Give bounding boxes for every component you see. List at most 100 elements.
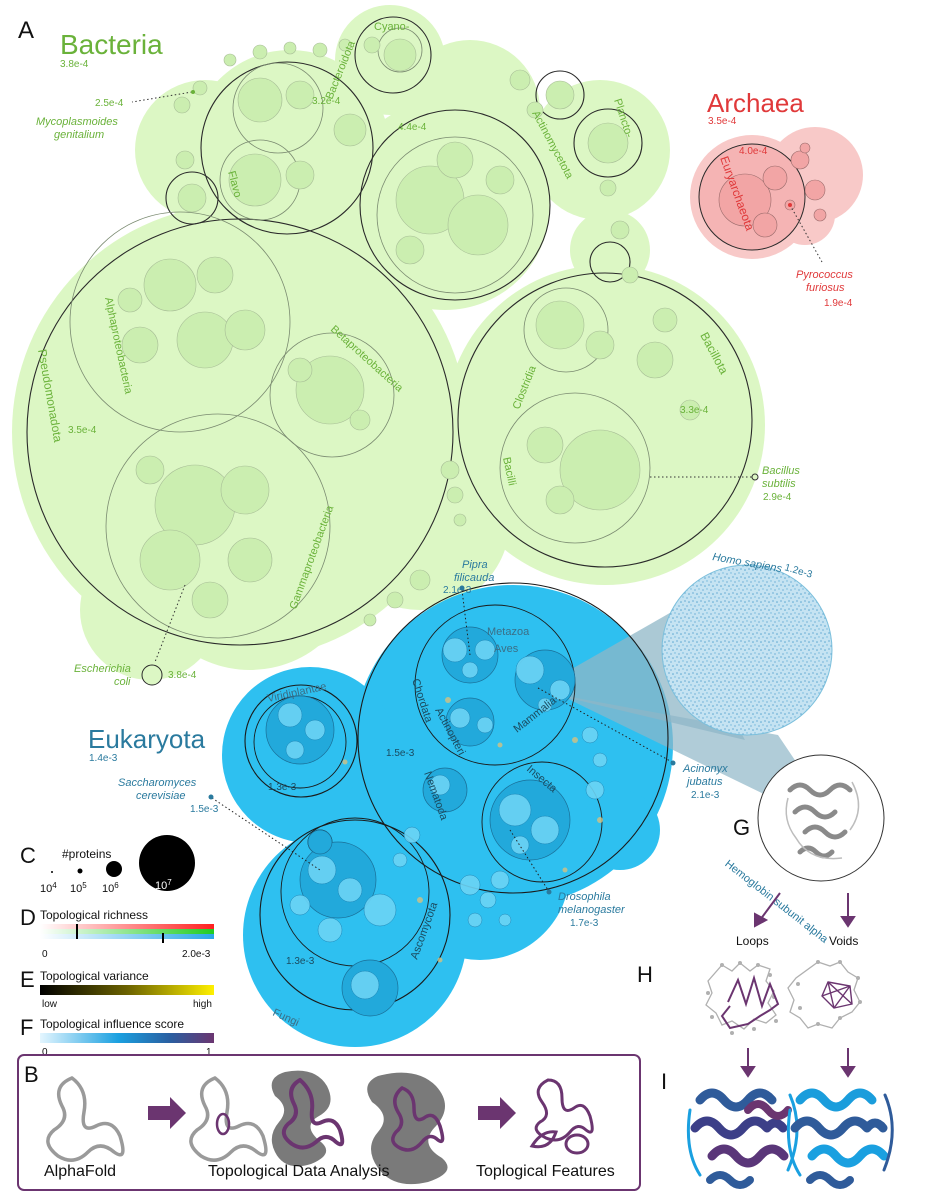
feature-cycle-icon [564, 1133, 590, 1155]
panel-i-label: I [661, 1069, 667, 1094]
feature-loop-icon [534, 1078, 594, 1142]
tda-loop-highlight [215, 1112, 231, 1136]
saccharomyces-name-2: cerevisiae [136, 790, 186, 802]
pipeline-step-tda: Topological Data Analysis [208, 1163, 389, 1180]
pipeline-arrow-1 [148, 1097, 186, 1129]
voids-influence-structure [786, 1088, 894, 1189]
pyrococcus-name-2: furiosus [806, 282, 845, 294]
escherichia-coli-bubble [141, 664, 163, 686]
loops-backbone [705, 962, 777, 1030]
pyrococcus-value: 1.9e-4 [824, 298, 853, 309]
bacillota-value: 3.3e-4 [680, 405, 709, 416]
pipeline-panel: B AlphaFold Topological Data Analysis To… [17, 1054, 641, 1191]
variance-high: high [193, 999, 212, 1010]
bacteria-value: 3.8e-4 [60, 59, 89, 70]
panel-g-label: G [733, 815, 750, 840]
panel-d-label: D [20, 905, 36, 930]
eukaryota-species-bubbles [277, 637, 608, 1000]
cyano-label: Cyano- [374, 21, 410, 33]
eukaryota-value: 1.4e-3 [89, 753, 118, 764]
archaea-value: 3.5e-4 [708, 116, 737, 127]
drosophila-marker [546, 889, 552, 895]
influence-max: 1 [206, 1047, 212, 1058]
pyrococcus-leader [789, 204, 823, 263]
escherichia-value: 3.8e-4 [168, 670, 197, 681]
pipeline-box [17, 1054, 641, 1191]
saccharomyces-leader [211, 797, 321, 871]
pipeline-step-features: Toplogical Features [476, 1163, 615, 1180]
eukaryota-major-outlines [244, 582, 669, 1011]
metazoa-value: 1.5e-3 [386, 748, 415, 759]
bacteria-species-bubbles [117, 36, 701, 627]
pipra-marker [459, 585, 465, 591]
pyrococcus-marker [788, 203, 792, 207]
hemoglobin-zoom-wedge [560, 695, 815, 800]
archaea-cluster: Archaea 3.5e-4 4.0e-4 Euryarchaeota Pyro… [690, 88, 863, 309]
viridiplantae-value: 1.3e-3 [268, 782, 297, 793]
euryarchaeota-value: 4.0e-4 [739, 146, 768, 157]
acinonyx-marker [670, 760, 676, 766]
bacillus-value: 2.9e-4 [763, 492, 792, 503]
voids-backbone-nodes [796, 960, 862, 1026]
richness-bar-eukaryota [40, 934, 214, 939]
saccharomyces-name-1: Saccharomyces [118, 777, 197, 789]
acinonyx-name-1: Acinonyx [682, 763, 728, 775]
proteins-size-1e7 [139, 835, 195, 891]
drosophila-name-2: melanogaster [558, 904, 626, 916]
tda-filtration-curve-2 [391, 1086, 445, 1152]
acinonyx-value: 2.1e-3 [691, 790, 720, 801]
mycoplasmoides-value: 2.5e-4 [95, 98, 124, 109]
panel-f-label: F [20, 1015, 33, 1040]
richness-min: 0 [42, 949, 48, 960]
aves-label: Aves [494, 643, 519, 655]
archaea-title: Archaea [707, 88, 804, 118]
mycoplasmoides-name-2: genitalium [54, 129, 104, 141]
bacillus-name-1: Bacillus [762, 465, 800, 477]
voids-label: Voids [829, 934, 858, 948]
proteins-size-1e5 [77, 868, 83, 874]
bacteria-cluster: Bacteria 3.8e-4 Cyano- Bacteroidota 3.2e… [12, 5, 800, 688]
richness-bar-bacteria [40, 929, 214, 934]
variance-bar [40, 985, 214, 995]
loops-voids-panel: Loops Voids H [637, 892, 894, 1189]
panel-a-label: A [18, 17, 34, 44]
richness-bar-archaea [40, 924, 214, 929]
feature-void-icon [529, 1130, 558, 1149]
saccharomyces-marker [208, 794, 214, 800]
pipra-leader [461, 589, 471, 656]
proteins-tick-1e4: 104 [40, 881, 57, 895]
drosophila-value: 1.7e-3 [570, 918, 599, 929]
saccharomyces-value: 1.5e-3 [190, 804, 219, 815]
homo-sapiens-circle [661, 564, 833, 736]
pipra-name-2: filicauda [454, 572, 494, 584]
proteins-legend-title: #proteins [62, 847, 111, 861]
tda-filtration-curve-1 [281, 1078, 345, 1150]
mycoplasmoides-marker [191, 90, 195, 94]
metazoa-label: Metazoa [487, 626, 530, 638]
bacillus-name-2: subtilis [762, 478, 796, 490]
influence-min: 0 [42, 1047, 48, 1058]
influence-arrows [740, 1048, 856, 1078]
loops-backbone-nodes [706, 961, 778, 1035]
escherichia-name-2: coli [114, 676, 131, 688]
mycoplasmoides-name-1: Mycoplasmoides [36, 116, 118, 128]
loops-feature [720, 974, 780, 1030]
panel-e-label: E [20, 967, 35, 992]
voids-backbone [787, 961, 861, 1029]
tda-filtration-blob-1 [271, 1070, 331, 1167]
archaea-species-bubbles [718, 142, 827, 238]
tda-filtration-blob-2 [367, 1072, 448, 1185]
panel-h-label: H [637, 962, 653, 987]
bacteroidota-value: 3.2e-4 [312, 96, 341, 107]
drosophila-name-1: Drosophila [558, 891, 611, 903]
pipeline-step-alphafold: AlphaFold [44, 1163, 116, 1180]
proteins-tick-1e6: 106 [102, 881, 119, 895]
alphafold-structure-icon [46, 1076, 125, 1162]
panel-c-label: C [20, 843, 36, 868]
variance-legend-title: Topological variance [40, 969, 149, 983]
loops-label: Loops [736, 934, 769, 948]
loops-influence-structure [686, 1088, 799, 1189]
fungi-value: 1.3e-3 [286, 956, 315, 967]
acinonyx-name-2: jubatus [685, 776, 723, 788]
